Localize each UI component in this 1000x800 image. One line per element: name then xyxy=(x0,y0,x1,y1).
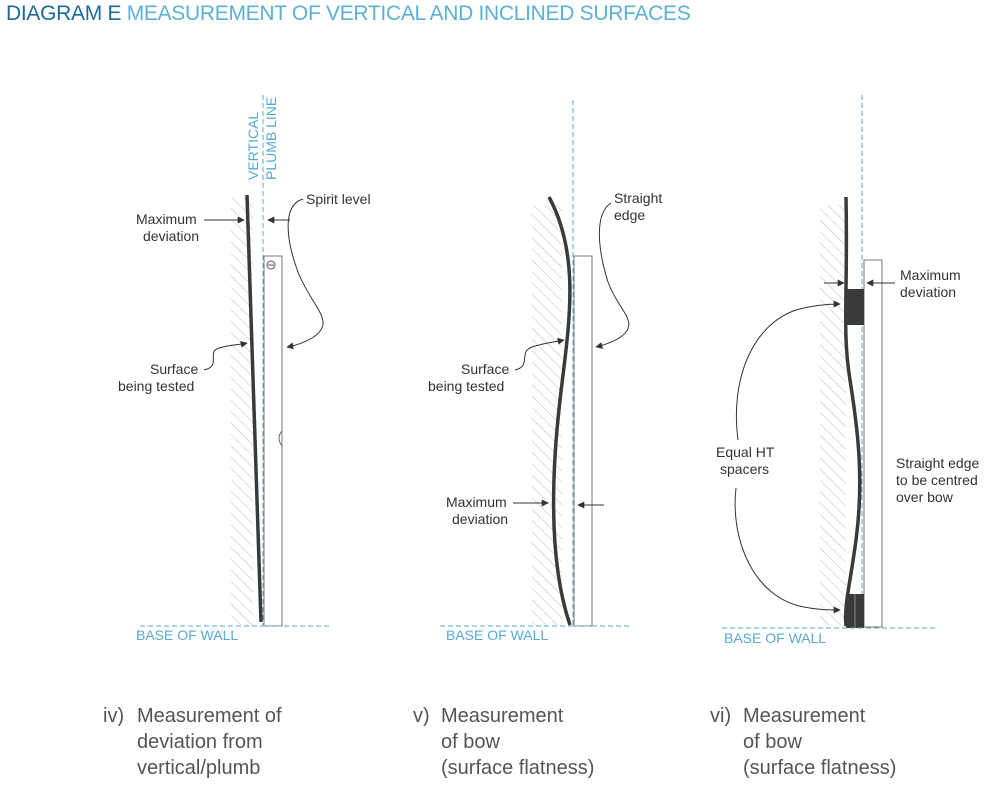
title-lead: DIAGRAM E xyxy=(6,2,122,25)
surface-leader xyxy=(514,337,565,371)
caption-line-3: (surface flatness) xyxy=(441,757,594,779)
max-deviation-label-l1: Maximum xyxy=(136,211,197,227)
max-deviation-label-l1: Maximum xyxy=(446,494,507,510)
straight-edge-label-l1: Straight xyxy=(614,190,662,206)
spacers-leader-top xyxy=(735,300,841,441)
spacer-top xyxy=(846,289,864,325)
spacers-leader-bottom xyxy=(734,487,841,614)
spacers-label-l1: Equal HT xyxy=(716,444,775,460)
straight-edge-note-l1: Straight edge xyxy=(896,455,979,471)
spirit-level-label: Spirit level xyxy=(306,191,371,207)
caption-line-3: vertical/plumb xyxy=(137,757,260,779)
straight-edge-leader xyxy=(595,202,630,349)
panel-vi: Maximum deviation Equal HT spacers Strai… xyxy=(716,95,979,646)
level-bubble-icon xyxy=(266,260,276,270)
straight-edge-label-l2: edge xyxy=(614,207,645,223)
caption-line-1: Measurement xyxy=(441,705,564,727)
caption-line-1: Measurement xyxy=(743,705,866,727)
level-vial-icon xyxy=(278,430,283,447)
max-deviation-label-l2: deviation xyxy=(900,284,956,300)
caption-line-3: (surface flatness) xyxy=(743,757,896,779)
straight-edge-note-l3: over bow xyxy=(896,489,954,505)
caption-number: v) xyxy=(413,705,430,727)
caption-line-2: of bow xyxy=(441,731,500,753)
straight-edge-note-l2: to be centred xyxy=(896,472,978,488)
plumb-label-plumb-line: PLUMB LINE xyxy=(263,97,279,180)
caption-vi: vi) Measurement of bow (surface flatness… xyxy=(710,705,896,779)
plumb-label-vertical: VERTICAL xyxy=(245,112,261,180)
caption-v: v) Measurement of bow (surface flatness) xyxy=(413,705,594,779)
panel-v: Straight edge Surface being tested Maxim… xyxy=(428,100,662,643)
surface-bowed-line xyxy=(843,196,862,627)
title-rest: MEASUREMENT OF VERTICAL AND INCLINED SUR… xyxy=(126,2,691,25)
caption-number: iv) xyxy=(103,705,124,727)
base-of-wall-label: BASE OF WALL xyxy=(136,627,238,643)
surface-label-l1: Surface xyxy=(150,361,198,377)
surface-label-l1: Surface xyxy=(461,361,509,377)
base-of-wall-label: BASE OF WALL xyxy=(724,630,826,646)
base-of-wall-label: BASE OF WALL xyxy=(446,627,548,643)
straight-edge-bar xyxy=(863,259,883,628)
surface-line xyxy=(245,194,263,623)
max-deviation-label-l1: Maximum xyxy=(900,267,961,283)
straight-edge-bar xyxy=(573,255,593,627)
surface-label-l2: being tested xyxy=(428,378,504,394)
wall-hatching xyxy=(820,205,846,625)
surface-label-l2: being tested xyxy=(118,378,194,394)
wall-hatching xyxy=(231,198,253,625)
caption-number: vi) xyxy=(710,705,731,727)
diagram-title: DIAGRAM E MEASUREMENT OF VERTICAL AND IN… xyxy=(6,2,691,26)
caption-line-2: deviation from xyxy=(137,731,263,753)
caption-line-2: of bow xyxy=(743,731,802,753)
max-deviation-label-l2: deviation xyxy=(452,511,508,527)
panel-iv: VERTICAL PLUMB LINE Maximum deviation Sp… xyxy=(118,95,371,643)
max-deviation-label-l2: deviation xyxy=(143,228,199,244)
caption-line-1: Measurement of xyxy=(137,705,282,727)
caption-iv: iv) Measurement of deviation from vertic… xyxy=(103,705,282,779)
surface-leader xyxy=(203,340,248,371)
surface-bowed-line xyxy=(547,196,572,626)
spirit-level-leader xyxy=(286,198,324,350)
spacers-label-l2: spacers xyxy=(720,461,769,477)
